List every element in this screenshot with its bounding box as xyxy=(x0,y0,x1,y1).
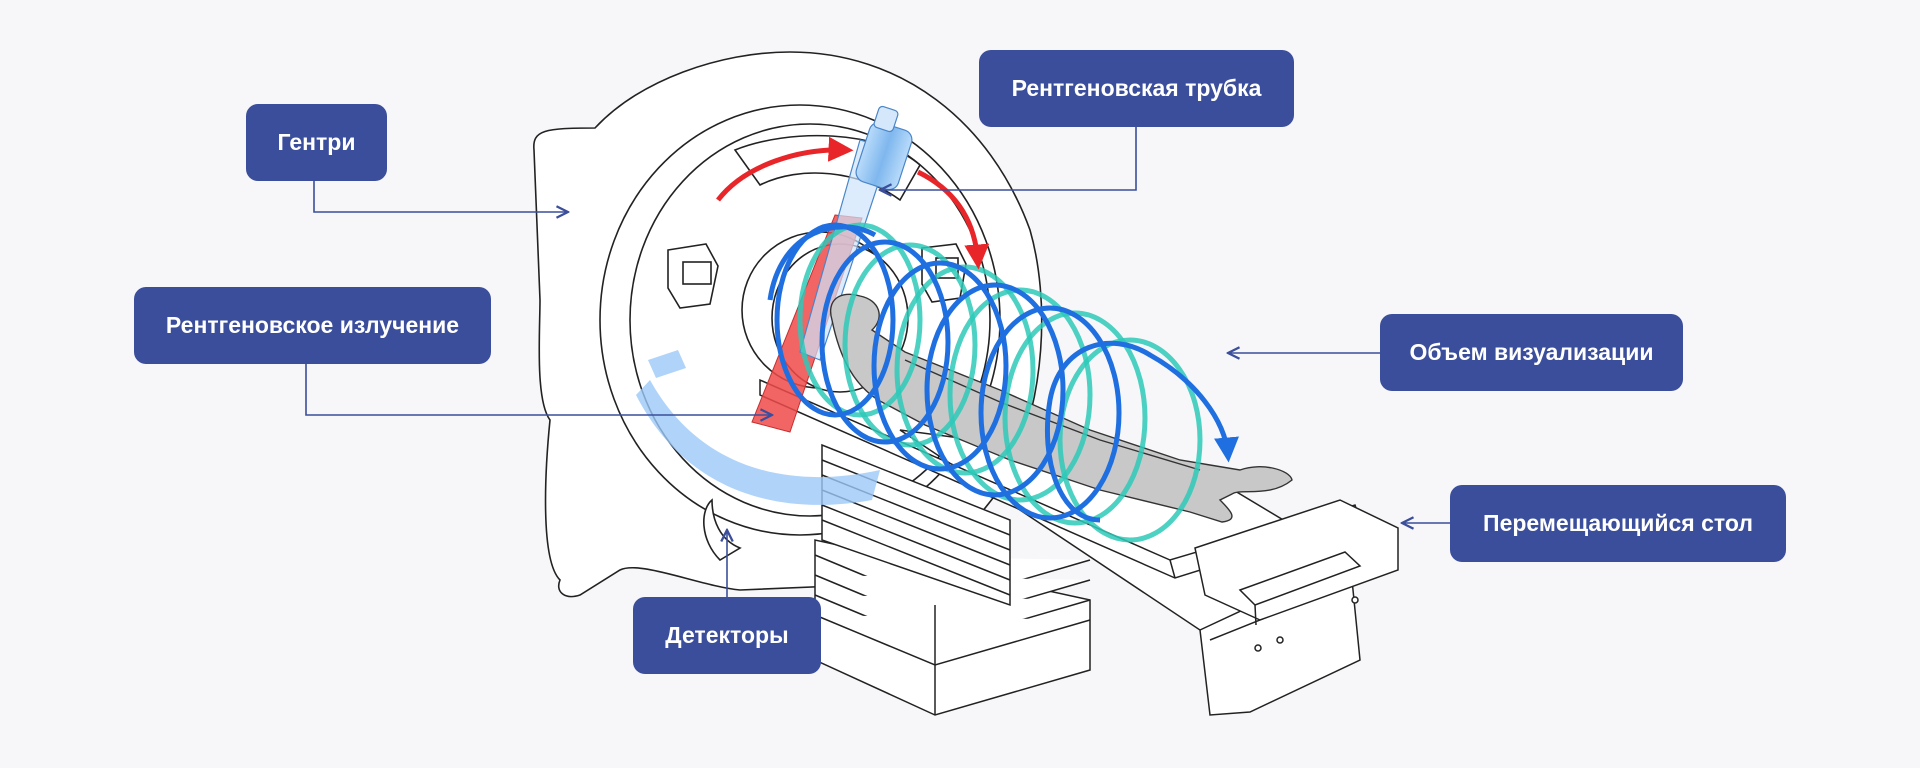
rotation-arrow-left xyxy=(716,136,854,202)
label-xray-tube: Рентгеновская трубка xyxy=(979,50,1294,127)
detector-array xyxy=(636,350,880,505)
rotation-arrow-right xyxy=(916,169,990,270)
label-moving-table: Перемещающийся стол xyxy=(1450,485,1786,562)
connector-tube xyxy=(880,127,1137,190)
connector-lines xyxy=(305,127,1450,597)
label-gantry: Гентри xyxy=(246,104,387,181)
xray-tube xyxy=(799,105,913,361)
connector-xray xyxy=(305,364,772,415)
connector-gantry xyxy=(313,181,568,212)
label-imaging-volume: Объем визуализации xyxy=(1380,314,1683,391)
label-xray-radiation: Рентгеновское излучение xyxy=(134,287,491,364)
label-detectors: Детекторы xyxy=(633,597,821,674)
